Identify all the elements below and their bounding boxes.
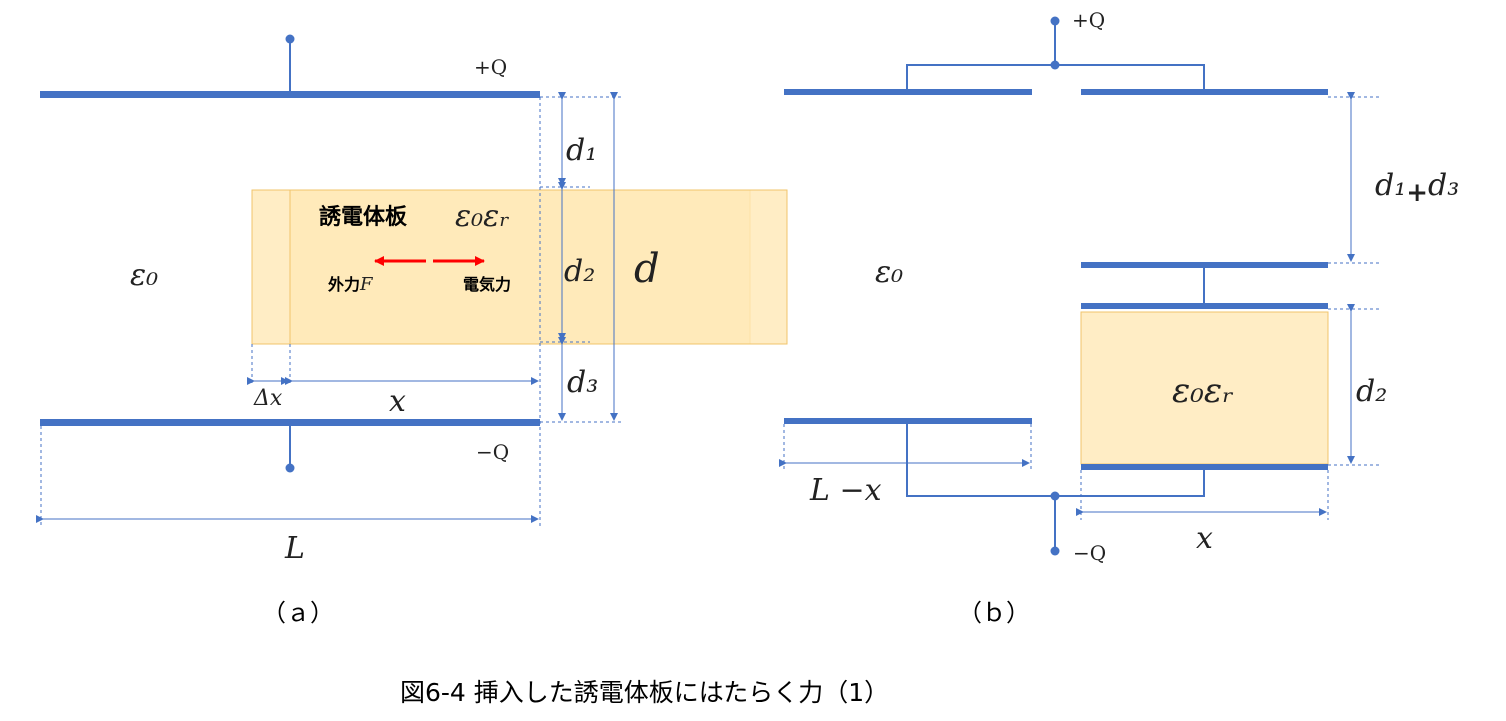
delta-x-label: Δx [253,386,283,411]
d1-label: d₁ [566,133,597,168]
d3-label: d₃ [567,365,598,400]
top-plate [40,91,540,98]
L-minus-x-label: L −x [809,473,882,508]
x-label: x [389,384,406,419]
right-lower-inner-plate [1081,303,1328,309]
top-terminal [285,34,295,44]
external-force-label: 外力F [327,274,374,295]
dielectric-slab [289,189,788,345]
bottom-charge-label: −Q [1073,541,1106,565]
d-label: d [634,246,660,292]
dielectric-block [1080,311,1329,465]
bottom-plate [40,419,540,426]
right-top-plate [1081,89,1328,95]
top-charge-label: +Q [1072,8,1105,32]
left-bottom-plate [784,418,1032,424]
figure-caption: 図6-4 挿入した誘電体板にはたらく力（1） [400,678,889,707]
x-label: x [1196,521,1213,556]
bottom-charge-label: −Q [476,440,509,464]
panel-b-caption: （ｂ） [958,599,1030,627]
L-label: L [284,531,305,566]
bottom-terminal [285,463,295,473]
permittivity-outside-label: ε₀ [875,255,903,290]
d1-plus-d3-label: d₁+d₃ [1375,168,1459,208]
dielectric-permittivity-label: ε₀εᵣ [1172,371,1234,411]
top-junction [1050,60,1060,70]
electric-force-label: 電気力 [463,275,511,294]
bottom-junction [1050,491,1060,501]
right-upper-inner-plate [1081,262,1328,268]
top-terminal [1050,16,1060,26]
d2-label: d₂ [564,254,595,289]
dielectric-permittivity-label: ε₀εᵣ [455,199,510,234]
d2-label: d₂ [1356,374,1387,409]
panel-a-caption: （ａ） [262,599,334,627]
top-charge-label: +Q [474,55,507,79]
dielectric-label: 誘電体板 [319,204,408,230]
bottom-terminal [1050,546,1060,556]
right-bottom-plate [1081,464,1328,470]
panel-b: +Q −Q ε₀ d₁+d₃ d₂ ε₀εᵣ L −x x （ｂ） [779,8,1459,627]
panel-a: +Q −Q ε₀ 誘電体板 ε₀εᵣ 外力F 電気力 d₁ d₂ d₃ d Δx… [36,34,788,627]
left-top-plate [784,89,1032,95]
permittivity-outside-label: ε₀ [130,258,158,293]
